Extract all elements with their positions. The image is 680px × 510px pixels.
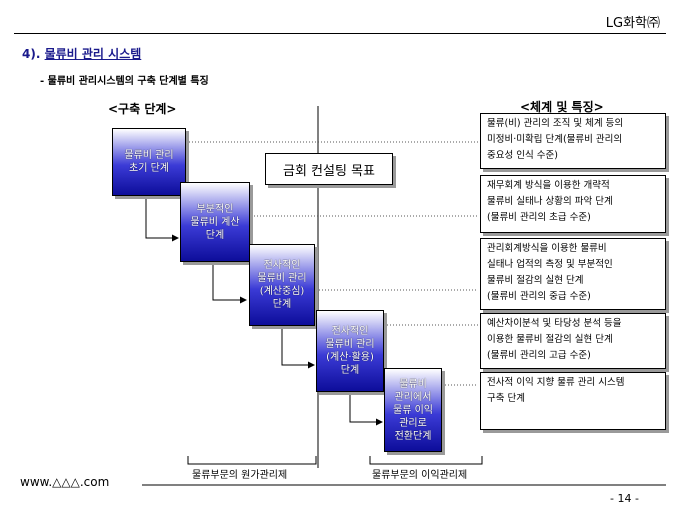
feature-4-line-3: (물류비 관리의 고급 수준) bbox=[487, 350, 591, 361]
feature-1-line-1: 물류(비) 관리의 조직 및 체계 등의 bbox=[487, 118, 624, 129]
stage-4-enterprise-use: 전사적인 물류비 관리 (계산·활용) 단계 bbox=[316, 310, 384, 392]
left-column-header: <구축 단계> bbox=[108, 102, 177, 116]
feature-3-line-1: 관리회계방식을 이용한 물류비 bbox=[487, 243, 607, 254]
stage-2-partial: 부분적인 물류비 계산 단계 bbox=[180, 182, 250, 262]
feature-2-line-2: 물류비 실태나 상황의 파악 단계 bbox=[487, 196, 613, 207]
stage-3-enterprise-calc: 전사적인 물류비 관리 (계산중심) 단계 bbox=[249, 244, 315, 326]
step-arrow-3 bbox=[281, 326, 315, 369]
stage-3-line-4: 단계 bbox=[272, 299, 292, 310]
stage-2-line-3: 단계 bbox=[205, 229, 225, 241]
stage-4-line-2: 물류비 관리 bbox=[325, 339, 375, 350]
step-arrow-2 bbox=[212, 262, 247, 304]
feature-2-line-3: (물류비 관리의 초급 수준) bbox=[487, 212, 591, 223]
section-title: 4). 물류비 관리 시스템 bbox=[22, 45, 141, 62]
section-title-text: 물류비 관리 시스템 bbox=[44, 47, 142, 61]
feature-3-line-3: 물류비 절감의 실현 단계 bbox=[487, 275, 584, 286]
feature-4-line-2: 이용한 물류비 절감의 실현 단계 bbox=[487, 334, 613, 345]
label-profit-management: 물류부문의 이익관리제 bbox=[372, 470, 468, 481]
feature-card-4: 예산차이분석 및 타당성 분석 등을 이용한 물류비 절감의 실현 단계 (물류… bbox=[480, 313, 666, 369]
stage-5-line-5: 전환단계 bbox=[394, 430, 432, 442]
stage-5-line-3: 물류 이익 bbox=[393, 404, 433, 416]
stage-4-line-1: 전사적인 bbox=[331, 326, 369, 337]
company-name: LG화학㈜ bbox=[605, 16, 660, 31]
stage-3-line-2: 물류비 관리 bbox=[257, 273, 307, 284]
footer-url: www.△△△.com bbox=[20, 475, 110, 489]
step-arrow-1 bbox=[145, 196, 179, 242]
stage-5-line-1: 물류비 bbox=[399, 378, 427, 390]
stage-4-line-4: 단계 bbox=[340, 365, 360, 376]
feature-5-line-2: 구축 단계 bbox=[487, 393, 525, 404]
stage-2-line-1: 부분적인 bbox=[196, 203, 234, 215]
stage-3-line-3: (계산중심) bbox=[259, 286, 305, 297]
feature-card-3: 관리회계방식을 이용한 물류비 실태나 업적의 측정 및 부분적인 물류비 절감… bbox=[480, 238, 666, 310]
stage-1-line-1: 물류비 관리 bbox=[124, 150, 174, 161]
stage-4-line-3: (계산·활용) bbox=[326, 352, 374, 363]
label-cost-management: 물류부문의 원가관리제 bbox=[192, 470, 288, 481]
header-rule bbox=[14, 33, 666, 34]
page-number: - 14 - bbox=[610, 492, 639, 505]
consulting-target-box: 금회 컨설팅 목표 bbox=[265, 153, 393, 185]
feature-3-line-2: 실태나 업적의 측정 및 부분적인 bbox=[487, 259, 613, 270]
stage-1-initial: 물류비 관리 초기 단계 bbox=[112, 128, 186, 196]
feature-2-line-1: 재무회계 방식을 이용한 개략적 bbox=[487, 180, 610, 191]
feature-1-line-2: 미정비·미확립 단계(물류비 관리의 bbox=[487, 134, 623, 145]
feature-4-line-1: 예산차이분석 및 타당성 분석 등을 bbox=[487, 318, 622, 329]
stage-2-line-2: 물류비 계산 bbox=[190, 216, 240, 228]
feature-5-line-1: 전사적 이익 지향 물류 관리 시스템 bbox=[487, 377, 625, 388]
stage-1-line-2: 초기 단계 bbox=[129, 163, 169, 174]
stage-5-line-2: 관리에서 bbox=[394, 391, 432, 403]
right-column-header: <체계 및 특징> bbox=[520, 100, 604, 114]
stage-5-line-4: 관리로 bbox=[399, 417, 427, 429]
bracket-profit bbox=[369, 456, 483, 465]
feature-card-1: 물류(비) 관리의 조직 및 체계 등의 미정비·미확립 단계(물류비 관리의 … bbox=[480, 113, 666, 169]
stage-3-line-1: 전사적인 bbox=[263, 260, 301, 271]
feature-3-line-4: (물류비 관리의 중급 수준) bbox=[487, 291, 591, 302]
feature-card-2: 재무회계 방식을 이용한 개략적 물류비 실태나 상황의 파악 단계 (물류비 … bbox=[480, 175, 666, 233]
section-number: 4). bbox=[22, 47, 41, 61]
feature-card-5: 전사적 이익 지향 물류 관리 시스템 구축 단계 bbox=[480, 372, 666, 430]
subtitle: - 물류비 관리시스템의 구축 단계별 특징 bbox=[40, 76, 209, 87]
step-arrow-4 bbox=[349, 392, 383, 426]
stage-5-profit-mgmt: 물류비 관리에서 물류 이익 관리로 전환단계 bbox=[384, 368, 442, 452]
bracket-cost bbox=[187, 456, 317, 465]
feature-1-line-3: 중요성 인식 수준) bbox=[487, 150, 558, 161]
